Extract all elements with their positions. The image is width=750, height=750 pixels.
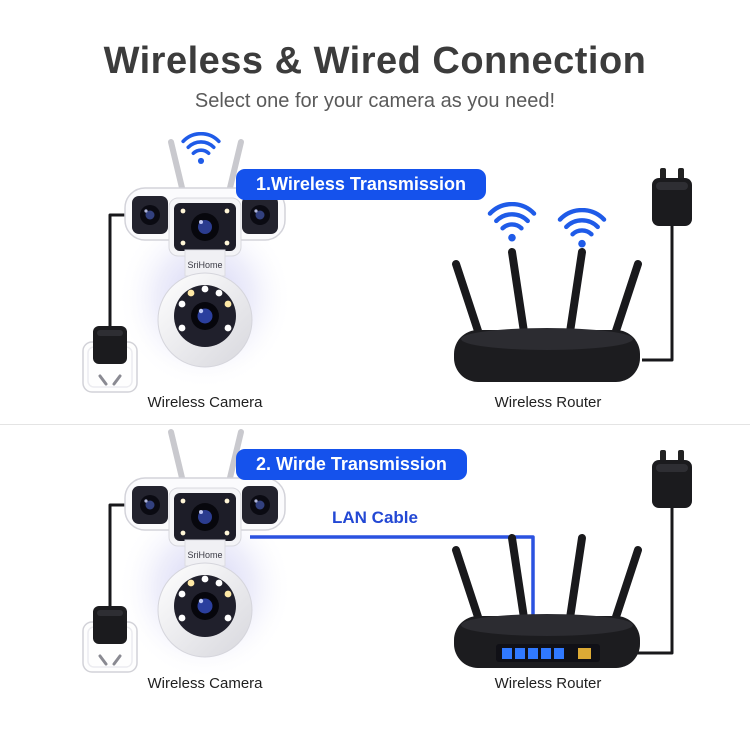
- wifi-icon-router-a: [490, 204, 534, 241]
- wireless-transmission-badge: 1.Wireless Transmission: [236, 169, 486, 200]
- wireless-router-1: [454, 252, 640, 382]
- wireless-camera-label-1: Wireless Camera: [147, 394, 263, 411]
- power-adapter-2: [652, 450, 692, 508]
- wifi-icon-router-b: [560, 210, 604, 247]
- wired-transmission-badge: 2. Wirde Transmission: [236, 449, 467, 480]
- wireless-router-label-1: Wireless Router: [494, 394, 602, 411]
- section-divider: [0, 424, 750, 425]
- power-adapter-1: [652, 168, 692, 226]
- camera-power-cable-1: [108, 213, 128, 326]
- page-title: Wireless & Wired Connection: [103, 40, 647, 82]
- router-lan-ports: [496, 644, 600, 662]
- wifi-icon-camera: [181, 132, 221, 166]
- page-subtitle: Select one for your camera as you need!: [194, 90, 556, 112]
- lan-cable-line: [250, 535, 535, 650]
- wireless-camera-label-2: Wireless Camera: [147, 675, 263, 692]
- wireless-router-label-2: Wireless Router: [494, 675, 602, 692]
- lan-cable-label: LAN Cable: [332, 508, 418, 527]
- router-power-cable-1: [642, 226, 674, 362]
- camera-power-cable-2: [108, 503, 128, 606]
